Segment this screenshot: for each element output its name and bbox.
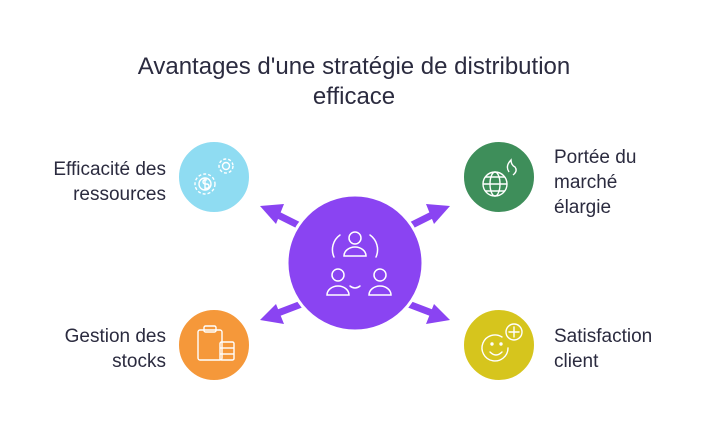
globe-flame-icon [482, 158, 517, 197]
gears-dollar-icon [194, 158, 234, 195]
label-stock-line-2: stocks [112, 351, 166, 372]
node-market [462, 140, 536, 214]
label-market-line-1: Portée du [554, 147, 637, 168]
people-network-icon [326, 231, 392, 296]
title-line-2: efficace [312, 83, 396, 110]
node-satisfaction [462, 308, 536, 382]
label-market-line-2: marché [554, 172, 618, 193]
label-satisfaction-line-2: client [554, 351, 599, 372]
label-resources: Efficacité des ressources [53, 157, 166, 207]
label-satisfaction: Satisfaction client [554, 324, 652, 374]
label-resources-line-2: ressources [73, 184, 166, 205]
title-line-1: Avantages d'une stratégie de distributio… [137, 53, 571, 80]
node-resources [177, 140, 251, 214]
smiley-plus-icon [481, 323, 523, 362]
central-hub [285, 193, 425, 333]
label-stock-line-1: Gestion des [64, 326, 166, 347]
node-stock [177, 308, 251, 382]
clipboard-stack-icon [197, 325, 235, 361]
label-market-line-3: élargie [554, 197, 612, 218]
label-stock: Gestion des stocks [65, 324, 166, 374]
label-satisfaction-line-1: Satisfaction [554, 326, 653, 347]
diagram-title: Avantages d'une stratégie de distributio… [0, 52, 708, 112]
label-resources-line-1: Efficacité des [53, 159, 166, 180]
label-market: Portée du marché élargie [554, 145, 636, 220]
